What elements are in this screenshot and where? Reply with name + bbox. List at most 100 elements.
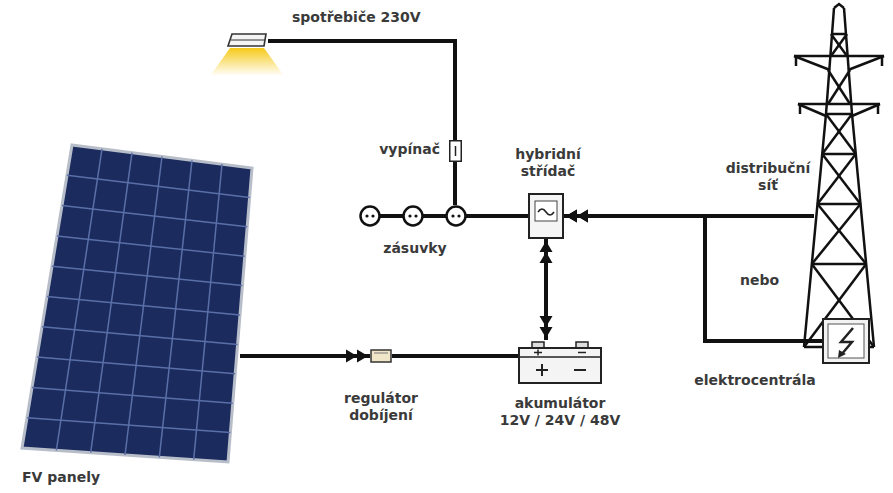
node-label: vypínač bbox=[379, 141, 440, 158]
arrowhead bbox=[577, 210, 588, 223]
drawing-part bbox=[537, 350, 539, 356]
panel-grid bbox=[67, 175, 250, 197]
drawing-part bbox=[818, 154, 856, 204]
wire-connector bbox=[268, 41, 455, 140]
drawing-part bbox=[519, 356, 601, 358]
drawing-part bbox=[795, 56, 798, 66]
drawing-part bbox=[844, 8, 874, 347]
socket-pin bbox=[408, 214, 411, 217]
drawing-part bbox=[535, 201, 557, 221]
socket-pin bbox=[414, 214, 417, 217]
charge-regulator-drawing bbox=[370, 349, 392, 363]
power-pylon: distribuční síť bbox=[814, 4, 874, 349]
inverter-box: hybridní střídač bbox=[528, 193, 564, 239]
node-label: hybridní střídač bbox=[514, 146, 582, 180]
lamp-body bbox=[231, 40, 265, 41]
power-pylon-drawing bbox=[814, 4, 874, 349]
drawing-part bbox=[831, 34, 847, 56]
drawing-part bbox=[794, 56, 830, 70]
drawing-part bbox=[455, 146, 457, 156]
drawing-part bbox=[823, 319, 869, 363]
arrowhead bbox=[540, 327, 553, 338]
drawing-part bbox=[371, 350, 391, 362]
drawing-part bbox=[538, 209, 554, 215]
arrowhead bbox=[540, 316, 553, 327]
panel-grid bbox=[32, 387, 233, 403]
panel-grid bbox=[42, 327, 238, 345]
panel-grid bbox=[62, 206, 247, 227]
node-label: elektrocentrála bbox=[694, 372, 815, 389]
drawing-part bbox=[826, 114, 856, 154]
wire-connector bbox=[466, 216, 528, 217]
switch-symbol: vypínač bbox=[449, 140, 462, 162]
wire-line bbox=[564, 216, 822, 341]
drawing-part bbox=[812, 263, 866, 266]
free-label: nebo bbox=[740, 272, 779, 289]
socket-row-drawing bbox=[360, 205, 466, 227]
node-label: regulátor dobíjení bbox=[343, 390, 419, 424]
socket-pin bbox=[451, 214, 454, 217]
drawing-part bbox=[818, 204, 867, 264]
arrowhead bbox=[346, 350, 357, 363]
socket-pin bbox=[365, 214, 368, 217]
node-label: akumulátor 12V / 24V / 48V bbox=[499, 395, 622, 429]
drawing-part bbox=[852, 104, 880, 116]
drawing-part bbox=[374, 353, 388, 354]
drawing-part bbox=[804, 8, 834, 347]
socket-symbol bbox=[447, 207, 466, 226]
drawing-part bbox=[841, 328, 853, 355]
drawing-part bbox=[838, 350, 846, 358]
wire-connector bbox=[240, 350, 370, 363]
drawing-part bbox=[578, 352, 586, 354]
wire-connector bbox=[540, 239, 553, 340]
battery-drawing bbox=[518, 340, 602, 384]
drawing-part bbox=[519, 348, 601, 383]
lamp-fixture: spotřebiče 230V bbox=[226, 32, 268, 50]
wire-connector bbox=[455, 162, 456, 205]
arrowhead bbox=[540, 252, 553, 263]
charge-regulator: regulátor dobíjení bbox=[370, 349, 392, 363]
wire-line bbox=[466, 214, 528, 218]
node-label: FV panely bbox=[22, 469, 100, 486]
drawing-part bbox=[529, 194, 563, 238]
arrowhead bbox=[577, 210, 588, 223]
drawing-part bbox=[848, 56, 884, 70]
wire-line bbox=[453, 162, 457, 205]
drawing-part bbox=[812, 204, 861, 264]
wire-connector bbox=[392, 356, 518, 357]
drawing-part bbox=[541, 364, 543, 376]
drawing-part bbox=[450, 141, 462, 162]
socket-symbol bbox=[404, 207, 423, 226]
arrowhead bbox=[540, 241, 553, 252]
drawing-part bbox=[794, 55, 884, 58]
panel-grid bbox=[37, 357, 235, 374]
drawing-part bbox=[828, 324, 864, 358]
drawing-part bbox=[822, 153, 856, 156]
pv-panel-drawing bbox=[18, 140, 240, 465]
node-label: distribuční síť bbox=[725, 160, 812, 194]
lamp-body bbox=[228, 34, 266, 46]
drawing-part bbox=[831, 33, 847, 36]
drawing-part bbox=[834, 4, 844, 8]
drawing-part bbox=[798, 103, 880, 106]
panel-grid bbox=[57, 236, 245, 256]
drawing-part bbox=[828, 70, 850, 104]
socket-row: zásuvky bbox=[360, 205, 466, 227]
socket-pin bbox=[371, 214, 374, 217]
pv-panel: FV panely bbox=[18, 140, 240, 465]
panel-grid bbox=[52, 266, 242, 285]
drawing-part bbox=[798, 104, 826, 116]
drawing-part bbox=[877, 104, 880, 114]
generator-box: elektrocentrála bbox=[822, 318, 870, 364]
drawing-part bbox=[826, 113, 852, 116]
drawing-part bbox=[822, 114, 852, 154]
arrowhead bbox=[566, 210, 577, 223]
arrowhead bbox=[566, 210, 577, 223]
wire-line bbox=[268, 41, 455, 140]
node-label: zásuvky bbox=[383, 240, 446, 257]
generator-box-drawing bbox=[822, 318, 870, 364]
drawing-part bbox=[822, 154, 860, 204]
wire-connector bbox=[564, 210, 822, 342]
inverter-box-drawing bbox=[528, 193, 564, 239]
